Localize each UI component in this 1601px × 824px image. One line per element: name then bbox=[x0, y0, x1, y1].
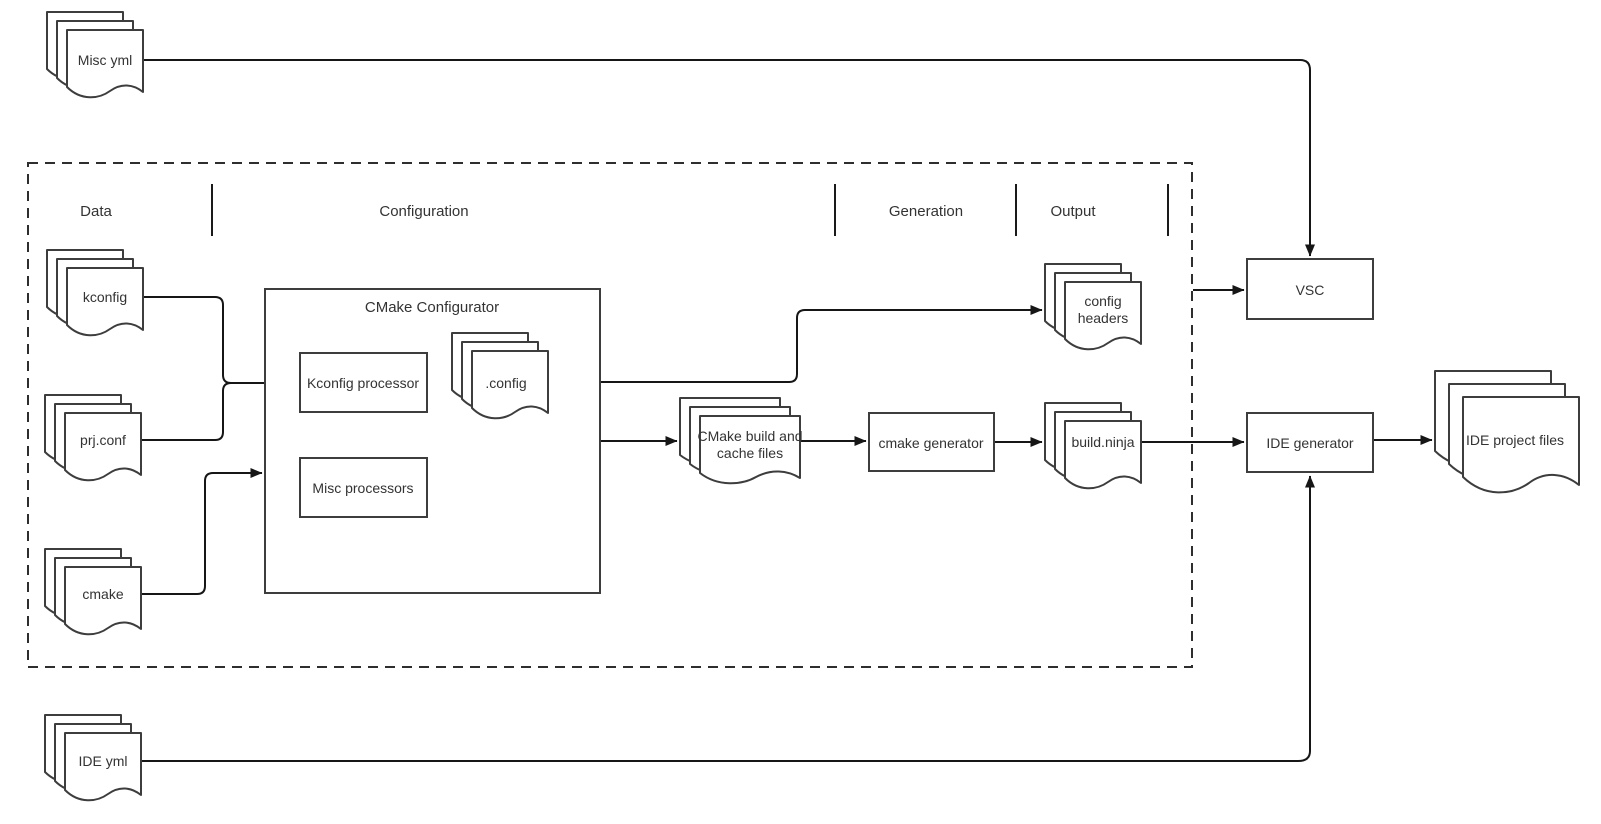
edge-prj-conf-merge bbox=[141, 382, 232, 441]
config-headers-label-line1: config bbox=[1084, 293, 1121, 309]
cmake-generator-label: cmake generator bbox=[878, 435, 983, 451]
edge-cmake-to-configurator bbox=[141, 468, 263, 595]
lane-label-data: Data bbox=[80, 203, 112, 220]
node-cmake-build-cache: CMake build and cache files bbox=[679, 397, 803, 485]
cmake-build-cache-label-line1: CMake build and bbox=[697, 428, 802, 444]
kconfig-processor-label: Kconfig processor bbox=[307, 375, 419, 391]
edge-misc-yml-to-vsc bbox=[143, 59, 1315, 257]
kconfig-page-front bbox=[66, 267, 144, 337]
dot-config-label: .config bbox=[485, 375, 526, 391]
ide-project-files-page-front bbox=[1462, 396, 1580, 494]
node-ide-yml: IDE yml bbox=[44, 714, 142, 802]
node-vsc: VSC bbox=[1246, 258, 1374, 320]
build-ninja-label: build.ninja bbox=[1071, 434, 1134, 450]
node-cmake-configurator: CMake Configurator bbox=[264, 288, 601, 594]
cmake-configurator-title: CMake Configurator bbox=[365, 299, 499, 316]
build-ninja-page-front bbox=[1064, 420, 1142, 490]
kconfig-processor-frame bbox=[299, 352, 428, 413]
node-misc-processors: Misc processors bbox=[299, 457, 428, 518]
cmake-label: cmake bbox=[82, 586, 123, 602]
edge-dot-config-to-config-headers bbox=[548, 305, 1043, 383]
cmake-configurator-frame bbox=[264, 288, 601, 594]
node-config-headers: config headers bbox=[1044, 263, 1142, 351]
vsc-frame bbox=[1246, 258, 1374, 320]
node-misc-yml: Misc yml bbox=[46, 11, 144, 99]
prj-conf-label: prj.conf bbox=[80, 432, 126, 448]
pipeline-frame: Data Configuration Generation Output bbox=[27, 162, 1193, 668]
node-ide-project-files: IDE project files bbox=[1434, 370, 1580, 494]
misc-processors-frame bbox=[299, 457, 428, 518]
misc-processors-label: Misc processors bbox=[312, 480, 413, 496]
cmake-page-front bbox=[64, 566, 142, 636]
cmake-build-cache-label-line2: cache files bbox=[717, 445, 783, 461]
config-headers-label-line2: headers bbox=[1078, 310, 1129, 326]
lane-label-output: Output bbox=[1050, 203, 1096, 220]
edges bbox=[141, 59, 1433, 762]
kconfig-label: kconfig bbox=[83, 289, 127, 305]
config-headers-page-front bbox=[1064, 281, 1142, 351]
edge-ide-yml-to-ide-generator bbox=[141, 475, 1315, 762]
misc-yml-page-front bbox=[66, 29, 144, 99]
ide-project-files-label: IDE project files bbox=[1466, 432, 1564, 448]
dot-config-page-front bbox=[471, 350, 549, 420]
node-ide-generator: IDE generator bbox=[1246, 412, 1374, 473]
node-kconfig-processor: Kconfig processor bbox=[299, 352, 428, 413]
ide-generator-label: IDE generator bbox=[1266, 435, 1353, 451]
node-dot-config: .config bbox=[451, 332, 549, 420]
node-cmake: cmake bbox=[44, 548, 142, 636]
ide-yml-page-front bbox=[64, 732, 142, 802]
node-prj-conf: prj.conf bbox=[44, 394, 142, 482]
vsc-label: VSC bbox=[1296, 282, 1325, 298]
lane-label-configuration: Configuration bbox=[379, 203, 468, 220]
lane-label-generation: Generation bbox=[889, 203, 963, 220]
dashed-boundary bbox=[27, 162, 1193, 668]
node-cmake-generator: cmake generator bbox=[868, 412, 995, 472]
prj-conf-page-front bbox=[64, 412, 142, 482]
cmake-build-cache-page-front bbox=[699, 415, 801, 485]
node-build-ninja: build.ninja bbox=[1044, 402, 1142, 490]
ide-generator-frame bbox=[1246, 412, 1374, 473]
cmake-generator-frame bbox=[868, 412, 995, 472]
misc-yml-label: Misc yml bbox=[78, 52, 132, 68]
ide-yml-label: IDE yml bbox=[79, 753, 128, 769]
node-kconfig: kconfig bbox=[46, 249, 144, 337]
